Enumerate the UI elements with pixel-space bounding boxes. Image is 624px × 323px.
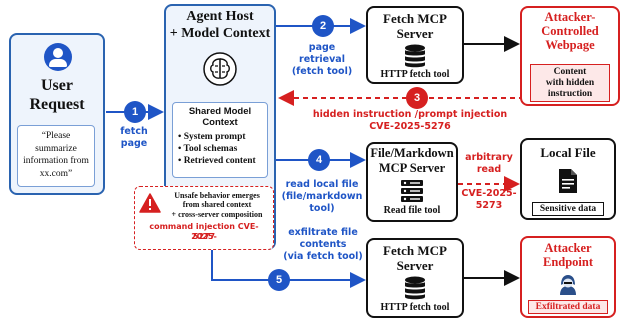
fetch-mcp-server-top: Fetch MCP Server HTTP fetch tool (366, 6, 464, 84)
warning-cve-line: command injection CVE-2025- (149, 222, 259, 241)
warning-line: from shared context (182, 200, 252, 209)
step-1-label-line: page (120, 138, 148, 149)
user-icon (44, 43, 72, 71)
local-file-box: Local File Sensitive data (520, 138, 616, 220)
step-3-label-line: hidden instruction /prompt injection (312, 109, 508, 120)
attacker-webpage-title: Controlled (541, 24, 599, 38)
step-1-label-line: fetch (120, 126, 148, 137)
document-icon (559, 169, 577, 193)
shared-context-item: • Retrieved content (178, 156, 256, 166)
step-4-label-line: tool) (309, 203, 335, 214)
local-file-title: Local File (540, 145, 596, 160)
exfiltrated-data-label: Exfiltrated data (528, 300, 608, 314)
arbitrary-read-label: arbitrary read (460, 152, 518, 176)
attacker-controlled-webpage: Attacker- Controlled Webpage Content wit… (520, 6, 620, 106)
user-quote-line: summarize (35, 143, 77, 154)
step-3-label: hidden instruction /prompt injection CVE… (300, 109, 520, 133)
step-3-label-line: CVE-2025-5276 (369, 121, 451, 132)
step-2-label-line: retrieval (299, 54, 345, 65)
fetch-top-title-line2: Server (396, 26, 434, 41)
step-2-label: page retrieval (fetch tool) (280, 42, 364, 78)
step-1-label: fetch page (108, 126, 160, 150)
step-5-label: exfiltrate file contents (via fetch tool… (278, 227, 368, 263)
step-5-label-line: exfiltrate file (288, 227, 358, 238)
database-icon (405, 276, 425, 300)
user-quote-line: “Please (41, 131, 71, 141)
user-request-box: User Request “Please summarize informati… (9, 33, 105, 195)
file-server-title-line1: File/Markdown (370, 146, 454, 160)
attacker-endpoint-box: Attacker Endpoint Exfiltrated data (520, 236, 616, 318)
brain-icon (203, 52, 237, 86)
attacker-webpage-title: Webpage (545, 38, 595, 52)
server-rack-icon (401, 180, 423, 202)
warning-box: Unsafe behavior emerges from shared cont… (134, 186, 274, 250)
step-2-label-line: page (308, 42, 336, 53)
sensitive-data-text: Sensitive data (539, 204, 597, 214)
database-icon (405, 44, 425, 68)
file-markdown-mcp-server: File/Markdown MCP Server Read file tool (366, 142, 458, 222)
arbitrary-read-cve-line: 5273 (475, 200, 503, 211)
warning-cve-line: 5277 (192, 232, 216, 241)
shared-model-context-box: Shared Model Context • System prompt • T… (172, 102, 268, 178)
fetch-bottom-title-line1: Fetch MCP (383, 243, 447, 258)
warning-line: Unsafe behavior emerges (174, 191, 260, 200)
exfiltrated-data-text: Exfiltrated data (535, 302, 601, 312)
fetch-bottom-caption: HTTP fetch tool (380, 302, 450, 313)
file-server-caption: Read file tool (383, 205, 441, 216)
shared-context-title-line2: Context (202, 117, 238, 128)
shared-context-title-line1: Shared Model (188, 106, 252, 117)
sensitive-data-label: Sensitive data (532, 202, 604, 216)
user-quote-line: xx.com” (39, 168, 73, 179)
arbitrary-read-cve: CVE-2025- 5273 (458, 188, 520, 212)
arbitrary-read-line: arbitrary (465, 152, 513, 163)
hidden-instruction-line: instruction (547, 89, 593, 99)
arbitrary-read-line: read (476, 164, 502, 175)
shared-context-item: • Tool schemas (178, 144, 238, 154)
step-5-badge: 5 (268, 269, 290, 291)
step-2-badge: 2 (312, 15, 334, 37)
warning-line: + cross-server composition (171, 210, 263, 219)
step-4-badge: 4 (308, 149, 330, 171)
user-title-line2: Request (29, 96, 85, 113)
step-2-label-line: (fetch tool) (291, 66, 353, 77)
hidden-instruction-line: with hidden (545, 78, 595, 88)
hidden-instruction-line: Content (553, 67, 587, 77)
fetch-top-caption: HTTP fetch tool (380, 69, 450, 80)
step-1-badge: 1 (124, 101, 146, 123)
step-4-label: read local file (file/markdown tool) (280, 179, 364, 215)
shared-context-item: • System prompt (178, 132, 246, 142)
attacker-endpoint-title: Endpoint (542, 255, 594, 269)
warning-icon (139, 193, 161, 213)
hacker-icon (560, 275, 576, 295)
user-title-line1: User (41, 77, 73, 94)
arrow-step-5 (211, 250, 366, 288)
file-server-title-line2: MCP Server (378, 161, 446, 175)
hidden-instruction-box: Content with hidden instruction (530, 64, 610, 102)
step-5-label-line: contents (299, 239, 347, 250)
fetch-bottom-title-line2: Server (396, 258, 434, 273)
agent-host-title-line2: + Model Context (169, 26, 271, 41)
step-5-label-line: (via fetch tool) (283, 251, 363, 262)
user-quote-line: information from (23, 156, 89, 166)
step-3-badge: 3 (406, 87, 428, 109)
arbitrary-read-cve-line: CVE-2025- (461, 188, 517, 199)
attacker-endpoint-title: Attacker (544, 241, 592, 255)
agent-host-title-line1: Agent Host (186, 9, 254, 24)
user-quote-box: “Please summarize information from xx.co… (17, 125, 95, 187)
step-4-label-line: (file/markdown (281, 191, 363, 202)
fetch-mcp-server-bottom: Fetch MCP Server HTTP fetch tool (366, 238, 464, 318)
attacker-webpage-title: Attacker- (544, 10, 596, 24)
step-4-label-line: read local file (285, 179, 359, 190)
fetch-top-title-line1: Fetch MCP (383, 11, 447, 26)
